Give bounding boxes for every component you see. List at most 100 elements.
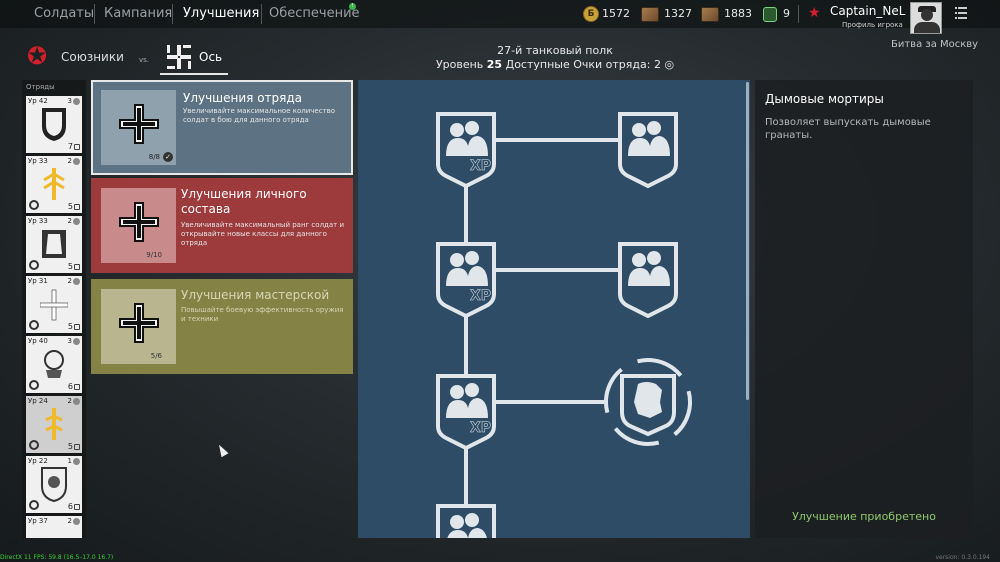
squad-card[interactable]: Ур 22 1 6 bbox=[26, 456, 82, 513]
cards-amount-b: 1883 bbox=[724, 7, 752, 20]
active-faction-underline bbox=[160, 73, 228, 75]
squad-size-upgrade-node[interactable] bbox=[618, 112, 678, 188]
card-title: Улучшения личного состава bbox=[181, 187, 307, 216]
squad-size-upgrade-node[interactable] bbox=[618, 242, 678, 318]
xp-label: XP bbox=[470, 158, 491, 174]
emblem-icon bbox=[42, 230, 66, 258]
cards-icon bbox=[701, 7, 719, 22]
mouse-cursor-icon bbox=[215, 442, 229, 458]
top-separator bbox=[798, 5, 799, 23]
cards-icon bbox=[641, 7, 659, 22]
upgrade-node[interactable] bbox=[436, 504, 496, 538]
level-prefix: Уровень bbox=[435, 58, 484, 71]
xp-label: XP bbox=[470, 420, 491, 436]
tab-upgrades[interactable]: Улучшения bbox=[183, 6, 260, 21]
squad-card-selected[interactable]: Ур 24 2 5 bbox=[26, 396, 82, 453]
unit-title: 27-й танковый полк bbox=[497, 44, 613, 57]
upgrade-detail-panel: Дымовые мортиры Позволяет выпускать дымо… bbox=[755, 80, 973, 538]
card-progress: 8/8 bbox=[148, 153, 160, 161]
purchase-status: Улучшение приобретено bbox=[792, 510, 936, 523]
tab-campaign[interactable]: Кампания bbox=[104, 6, 173, 21]
faction-allies[interactable]: Союзники bbox=[61, 50, 124, 64]
squads-label: Отряды bbox=[26, 83, 55, 91]
squad-card[interactable]: Ур 31 2 5 bbox=[26, 276, 82, 333]
shield-emblem-icon bbox=[42, 108, 66, 141]
smoke-mortar-upgrade-node-selected[interactable] bbox=[597, 351, 700, 454]
detail-title: Дымовые мортиры bbox=[765, 92, 884, 106]
top-bar: Солдаты Кампания Улучшения Обеспечение !… bbox=[0, 0, 1000, 34]
tank-class-icon bbox=[29, 440, 39, 450]
squad-card[interactable]: Ур 33 2 5 bbox=[26, 156, 82, 213]
cross-arrows-emblem-icon bbox=[40, 289, 68, 321]
lock-icon bbox=[74, 264, 80, 270]
rune-emblem-icon bbox=[45, 408, 63, 440]
card-thumbnail: 8/8 ✓ bbox=[101, 90, 176, 165]
card-progress: 5/6 bbox=[150, 352, 162, 360]
nav-separator bbox=[172, 4, 173, 24]
card-progress: 9/10 bbox=[146, 251, 162, 259]
menu-icon[interactable] bbox=[955, 7, 967, 19]
upgrade-tree-panel[interactable]: XP XP XP bbox=[358, 80, 750, 538]
coin-icon bbox=[73, 98, 80, 105]
eagle-emblem-icon bbox=[41, 467, 67, 502]
squad-upgrades-card[interactable]: 8/8 ✓ Улучшения отряда Увеличивайте макс… bbox=[91, 80, 353, 175]
iron-cross-icon bbox=[119, 202, 159, 242]
coin-icon bbox=[73, 398, 80, 405]
check-icon: ✓ bbox=[163, 152, 173, 162]
fps-counter: DirectX 11 FPS: 59.8 (16.5–17.0 16.7) bbox=[0, 554, 114, 561]
iron-cross-icon bbox=[119, 104, 159, 144]
card-thumbnail: 5/6 bbox=[101, 289, 176, 364]
xp-upgrade-node[interactable]: XP bbox=[436, 112, 496, 188]
tab-soldiers[interactable]: Солдаты bbox=[34, 6, 95, 21]
player-profile-link[interactable]: Профиль игрока bbox=[842, 21, 903, 29]
squad-card[interactable]: Ур 33 2 5 bbox=[26, 216, 82, 273]
xp-upgrade-node[interactable]: XP bbox=[436, 242, 496, 318]
battle-name[interactable]: Битва за Москву bbox=[891, 39, 979, 50]
squad-card[interactable]: Ур 40 3 6 bbox=[26, 336, 82, 393]
coin-icon bbox=[73, 518, 80, 525]
cards-amount-a: 1327 bbox=[664, 7, 692, 20]
coin-icon bbox=[73, 218, 80, 225]
lock-icon bbox=[74, 144, 80, 150]
notification-badge: ! bbox=[349, 3, 356, 10]
lock-icon bbox=[74, 324, 80, 330]
class-icon bbox=[29, 200, 39, 210]
gold-amount: 1572 bbox=[602, 7, 630, 20]
class-icon bbox=[29, 380, 39, 390]
personnel-upgrades-card[interactable]: 9/10 Улучшения личного состава Увеличива… bbox=[91, 178, 353, 273]
xp-icon bbox=[763, 7, 777, 22]
fist-icon bbox=[634, 382, 662, 418]
faction-star-icon: ★ bbox=[808, 5, 821, 21]
allies-star-icon[interactable]: ✪ bbox=[27, 42, 48, 70]
tab-supply[interactable]: Обеспечение bbox=[269, 6, 360, 21]
squad-card[interactable]: Ур 37 2 bbox=[26, 516, 82, 538]
class-icon bbox=[29, 260, 39, 270]
axis-cross-icon[interactable] bbox=[166, 44, 192, 70]
coin-icon bbox=[73, 338, 80, 345]
vs-label: vs. bbox=[139, 56, 150, 64]
rune-emblem-icon bbox=[43, 168, 65, 200]
squad-card[interactable]: Ур 42 3 7 bbox=[26, 96, 82, 153]
nav-separator bbox=[94, 4, 95, 24]
class-icon bbox=[29, 320, 39, 330]
lock-icon bbox=[74, 444, 80, 450]
coin-icon bbox=[73, 278, 80, 285]
player-name[interactable]: Captain_NeL bbox=[830, 4, 906, 18]
coin-icon bbox=[73, 158, 80, 165]
xp-amount: 9 bbox=[783, 7, 790, 20]
faction-axis[interactable]: Ось bbox=[199, 50, 223, 64]
level-value: 25 bbox=[486, 58, 503, 71]
tree-scrollbar[interactable] bbox=[746, 82, 749, 400]
card-thumbnail: 9/10 bbox=[101, 188, 176, 263]
xp-label: XP bbox=[470, 288, 491, 304]
squads-list[interactable]: Ур 42 3 7 Ур 33 2 5 Ур 33 2 5 Ур 31 2 5 … bbox=[22, 80, 86, 538]
coin-icon bbox=[73, 458, 80, 465]
detail-description: Позволяет выпускать дымовые гранаты. bbox=[765, 117, 931, 141]
xp-upgrade-node[interactable]: XP bbox=[436, 374, 496, 450]
workshop-upgrades-card[interactable]: 5/6 Улучшения мастерской Повышайте боеву… bbox=[91, 279, 353, 374]
lock-icon bbox=[74, 504, 80, 510]
card-title: Улучшения мастерской bbox=[181, 288, 330, 302]
avatar[interactable] bbox=[910, 2, 942, 34]
iron-cross-icon bbox=[119, 303, 159, 343]
card-description: Увеличивайте максимальный ранг солдат и … bbox=[181, 221, 345, 247]
